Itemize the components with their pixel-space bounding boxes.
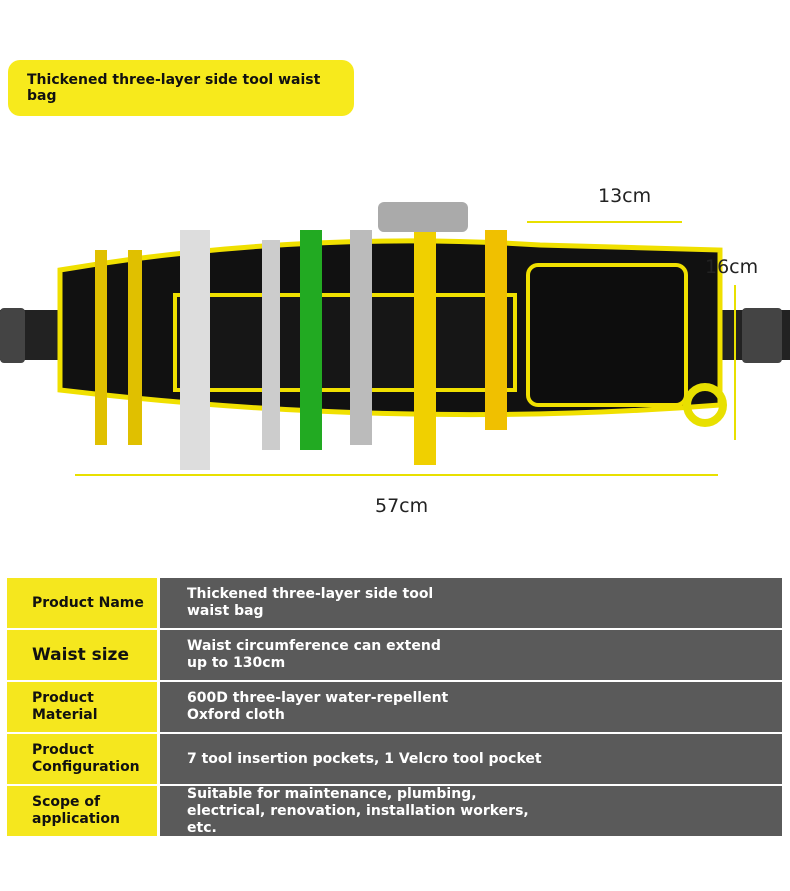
spec-value: 7 tool insertion pockets, 1 Velcro tool …	[160, 734, 782, 784]
tape-roll	[683, 383, 727, 427]
left-buckle	[0, 308, 25, 363]
velcro-pocket	[526, 263, 688, 407]
spec-label: Product Name	[7, 578, 157, 628]
spec-label: Scope of application	[7, 786, 157, 836]
spec-row: Product Material 600D three-layer water-…	[7, 682, 782, 732]
dimension-width: 13cm	[598, 185, 652, 207]
spec-label: Product Configuration	[7, 734, 157, 784]
spec-row: Product Name Thickened three-layer side …	[7, 578, 782, 628]
hammer-head	[378, 202, 468, 232]
spec-value: 600D three-layer water-repellent Oxford …	[160, 682, 782, 732]
spec-row: Waist size Waist circumference can exten…	[7, 630, 782, 680]
spec-value: Thickened three-layer side tool waist ba…	[160, 578, 782, 628]
tool-pockets	[173, 293, 517, 392]
spec-label: Waist size	[7, 630, 157, 680]
tool-wrench	[262, 240, 280, 450]
dimension-length: 57cm	[375, 495, 429, 517]
tool-ratchet	[180, 230, 210, 470]
tool-pliers	[485, 230, 507, 430]
spec-row: Product Configuration 7 tool insertion p…	[7, 734, 782, 784]
spec-row: Scope of application Suitable for mainte…	[7, 786, 782, 836]
spec-label: Product Material	[7, 682, 157, 732]
tool-screwdriver-small	[95, 250, 107, 445]
title-banner: Thickened three-layer side tool waist ba…	[8, 60, 354, 116]
tool-screwdriver	[300, 230, 322, 450]
right-buckle	[742, 308, 782, 363]
tool-belt-image	[0, 202, 790, 476]
spec-value: Waist circumference can extend up to 130…	[160, 630, 782, 680]
tool-hammer	[414, 210, 436, 465]
spec-value: Suitable for maintenance, plumbing, elec…	[160, 786, 782, 836]
tool-adjustable-wrench	[350, 230, 372, 445]
dimension-height: 16cm	[705, 256, 759, 278]
tool-screwdriver-small-2	[128, 250, 142, 445]
